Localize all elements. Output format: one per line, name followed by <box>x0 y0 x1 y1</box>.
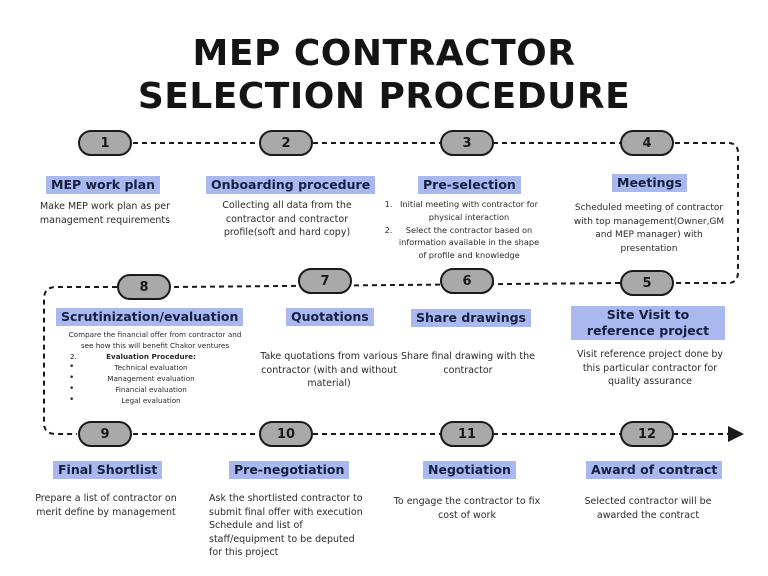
step-node-2: 2 <box>259 130 313 156</box>
step-desc-5: Visit reference project done by this par… <box>576 349 724 387</box>
step-desc-8: Compare the financial offer from contrac… <box>58 329 244 406</box>
step-node-12: 12 <box>620 421 674 447</box>
step-8-item-1: Compare the financial offer from contrac… <box>58 329 244 351</box>
step-title-8: Scrutinization/evaluation <box>56 308 244 326</box>
step-desc-9: Prepare a list of contractor on merit de… <box>35 493 177 518</box>
connector-4-to-5 <box>675 142 739 284</box>
step-title-1: MEP work plan <box>46 176 161 194</box>
step-node-10: 10 <box>259 421 313 447</box>
step-node-11: 11 <box>440 421 494 447</box>
step-8-bullet: •Legal evaluation <box>69 395 181 405</box>
step-title-9: Final Shortlist <box>53 461 163 479</box>
connector-row2 <box>172 282 621 288</box>
page-title-line2: SELECTION PROCEDURE <box>137 76 631 117</box>
step-8-bullet: •Technical evaluation <box>69 362 188 372</box>
step-8-bullet: •Financial evaluation <box>69 384 187 394</box>
step-8-bullet-text: Management evaluation <box>107 374 195 383</box>
step-node-3: 3 <box>440 130 494 156</box>
step-node-1: 1 <box>78 130 132 156</box>
step-8-item-2: 2. Evaluation Procedure: <box>58 351 244 362</box>
step-8-bullet: •Management evaluation <box>69 373 195 383</box>
step-node-4: 4 <box>620 130 674 156</box>
step-desc-2: Collecting all data from the contractor … <box>222 200 352 238</box>
step-desc-6: Share final drawing with the contractor <box>401 351 535 376</box>
step-title-4: Meetings <box>612 174 687 192</box>
step-desc-10: Ask the shortlisted contractor to submit… <box>209 493 363 558</box>
step-title-11: Negotiation <box>423 461 516 479</box>
step-desc-7: Take quotations from various contractor … <box>260 351 398 389</box>
connector-8-to-9 <box>43 286 117 435</box>
step-8-bullet-text: Financial evaluation <box>115 385 187 394</box>
step-8-item-2-num: 2. <box>70 352 77 361</box>
step-node-6: 6 <box>440 268 494 294</box>
step-title-10: Pre-negotiation <box>229 461 350 479</box>
step-node-8: 8 <box>117 274 171 300</box>
page-title-line1: MEP CONTRACTOR <box>192 33 576 74</box>
step-desc-11: To engage the contractor to fix cost of … <box>393 496 541 521</box>
step-title-2: Onboarding procedure <box>206 176 376 194</box>
step-title-6: Share drawings <box>411 309 531 327</box>
step-8-item-1-text: Compare the financial offer from contrac… <box>68 330 242 350</box>
step-desc-12: Selected contractor will be awarded the … <box>584 496 712 521</box>
step-8-bullet-text: Technical evaluation <box>114 363 188 372</box>
step-desc-3: Initial meeting with contractor for phys… <box>383 198 541 262</box>
step-desc-1: Make MEP work plan as per management req… <box>39 201 171 226</box>
step-node-5: 5 <box>620 270 674 296</box>
step-3-item-1: Initial meeting with contractor for phys… <box>395 198 541 224</box>
step-node-7: 7 <box>298 268 352 294</box>
step-title-3: Pre-selection <box>418 176 521 194</box>
step-title-12: Award of contract <box>586 461 723 479</box>
step-desc-4: Scheduled meeting of contractor with top… <box>573 203 725 254</box>
step-node-9: 9 <box>78 421 132 447</box>
step-3-item-2: Select the contractor based on informati… <box>395 224 541 262</box>
step-title-7: Quotations <box>286 308 374 326</box>
step-8-item-2-heading: Evaluation Procedure: <box>106 352 196 361</box>
step-8-bullet-text: Legal evaluation <box>121 396 181 405</box>
step-title-5: Site Visit to reference project <box>571 306 725 340</box>
